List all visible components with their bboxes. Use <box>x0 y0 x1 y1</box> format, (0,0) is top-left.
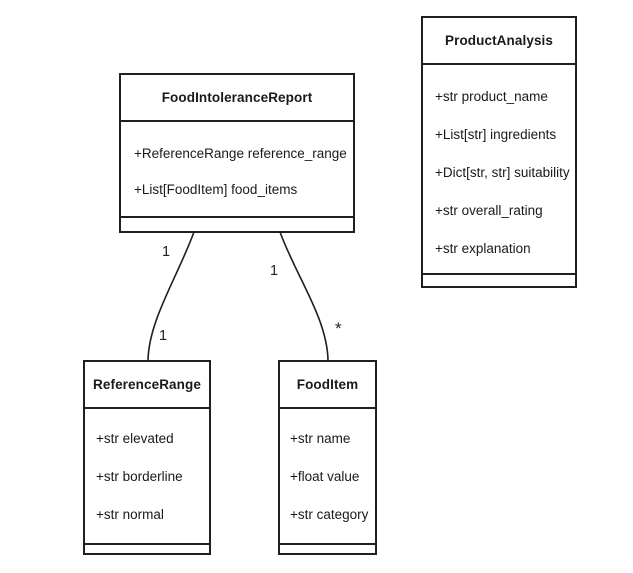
class-attribute: +float value <box>290 468 360 484</box>
class-attribute: +List[FoodItem] food_items <box>134 181 298 197</box>
multiplicity-report-fooditem-target: * <box>335 319 342 338</box>
class-referencerange[interactable]: ReferenceRange +str elevated +str borderl… <box>83 360 211 555</box>
class-attributes: +str product_name +List[str] ingredients +… <box>423 65 575 275</box>
class-productanalysis[interactable]: ProductAnalysis +str product_name +List[s… <box>421 16 577 288</box>
class-title: ProductAnalysis <box>423 18 575 65</box>
class-attribute: +str category <box>290 506 369 522</box>
class-attributes: +str elevated +str borderline +str normal <box>85 409 209 545</box>
class-attribute: +str explanation <box>435 240 531 256</box>
class-attribute: +str name <box>290 430 351 446</box>
class-attributes: +ReferenceRange reference_range +List[Foo… <box>121 122 353 218</box>
class-attributes: +str name +float value +str category <box>280 409 375 545</box>
class-attribute: +str overall_rating <box>435 202 543 218</box>
class-foodintolerancereport[interactable]: FoodIntoleranceReport +ReferenceRange re… <box>119 73 355 233</box>
class-attribute: +str borderline <box>96 468 183 484</box>
class-attribute: +str product_name <box>435 88 548 104</box>
class-title: FoodIntoleranceReport <box>121 75 353 122</box>
class-methods-empty <box>85 545 209 553</box>
class-attribute: +str elevated <box>96 430 174 446</box>
multiplicity-report-referencerange-source: 1 <box>162 244 171 260</box>
class-methods-empty <box>280 545 375 553</box>
class-attribute: +Dict[str, str] suitability <box>435 164 570 180</box>
class-title: ReferenceRange <box>85 362 209 409</box>
class-methods-empty <box>121 218 353 231</box>
class-title: FoodItem <box>280 362 375 409</box>
class-attribute: +List[str] ingredients <box>435 126 557 142</box>
multiplicity-report-fooditem-source: 1 <box>270 263 279 279</box>
relationship-report-fooditem[interactable] <box>279 231 329 361</box>
class-attribute: +ReferenceRange reference_range <box>134 145 347 161</box>
class-methods-empty <box>423 275 575 286</box>
class-fooditem[interactable]: FoodItem +str name +float value +str categ… <box>278 360 377 555</box>
class-attribute: +str normal <box>96 506 164 522</box>
multiplicity-report-referencerange-target: 1 <box>159 328 168 344</box>
relationship-report-referencerange[interactable] <box>147 231 195 361</box>
